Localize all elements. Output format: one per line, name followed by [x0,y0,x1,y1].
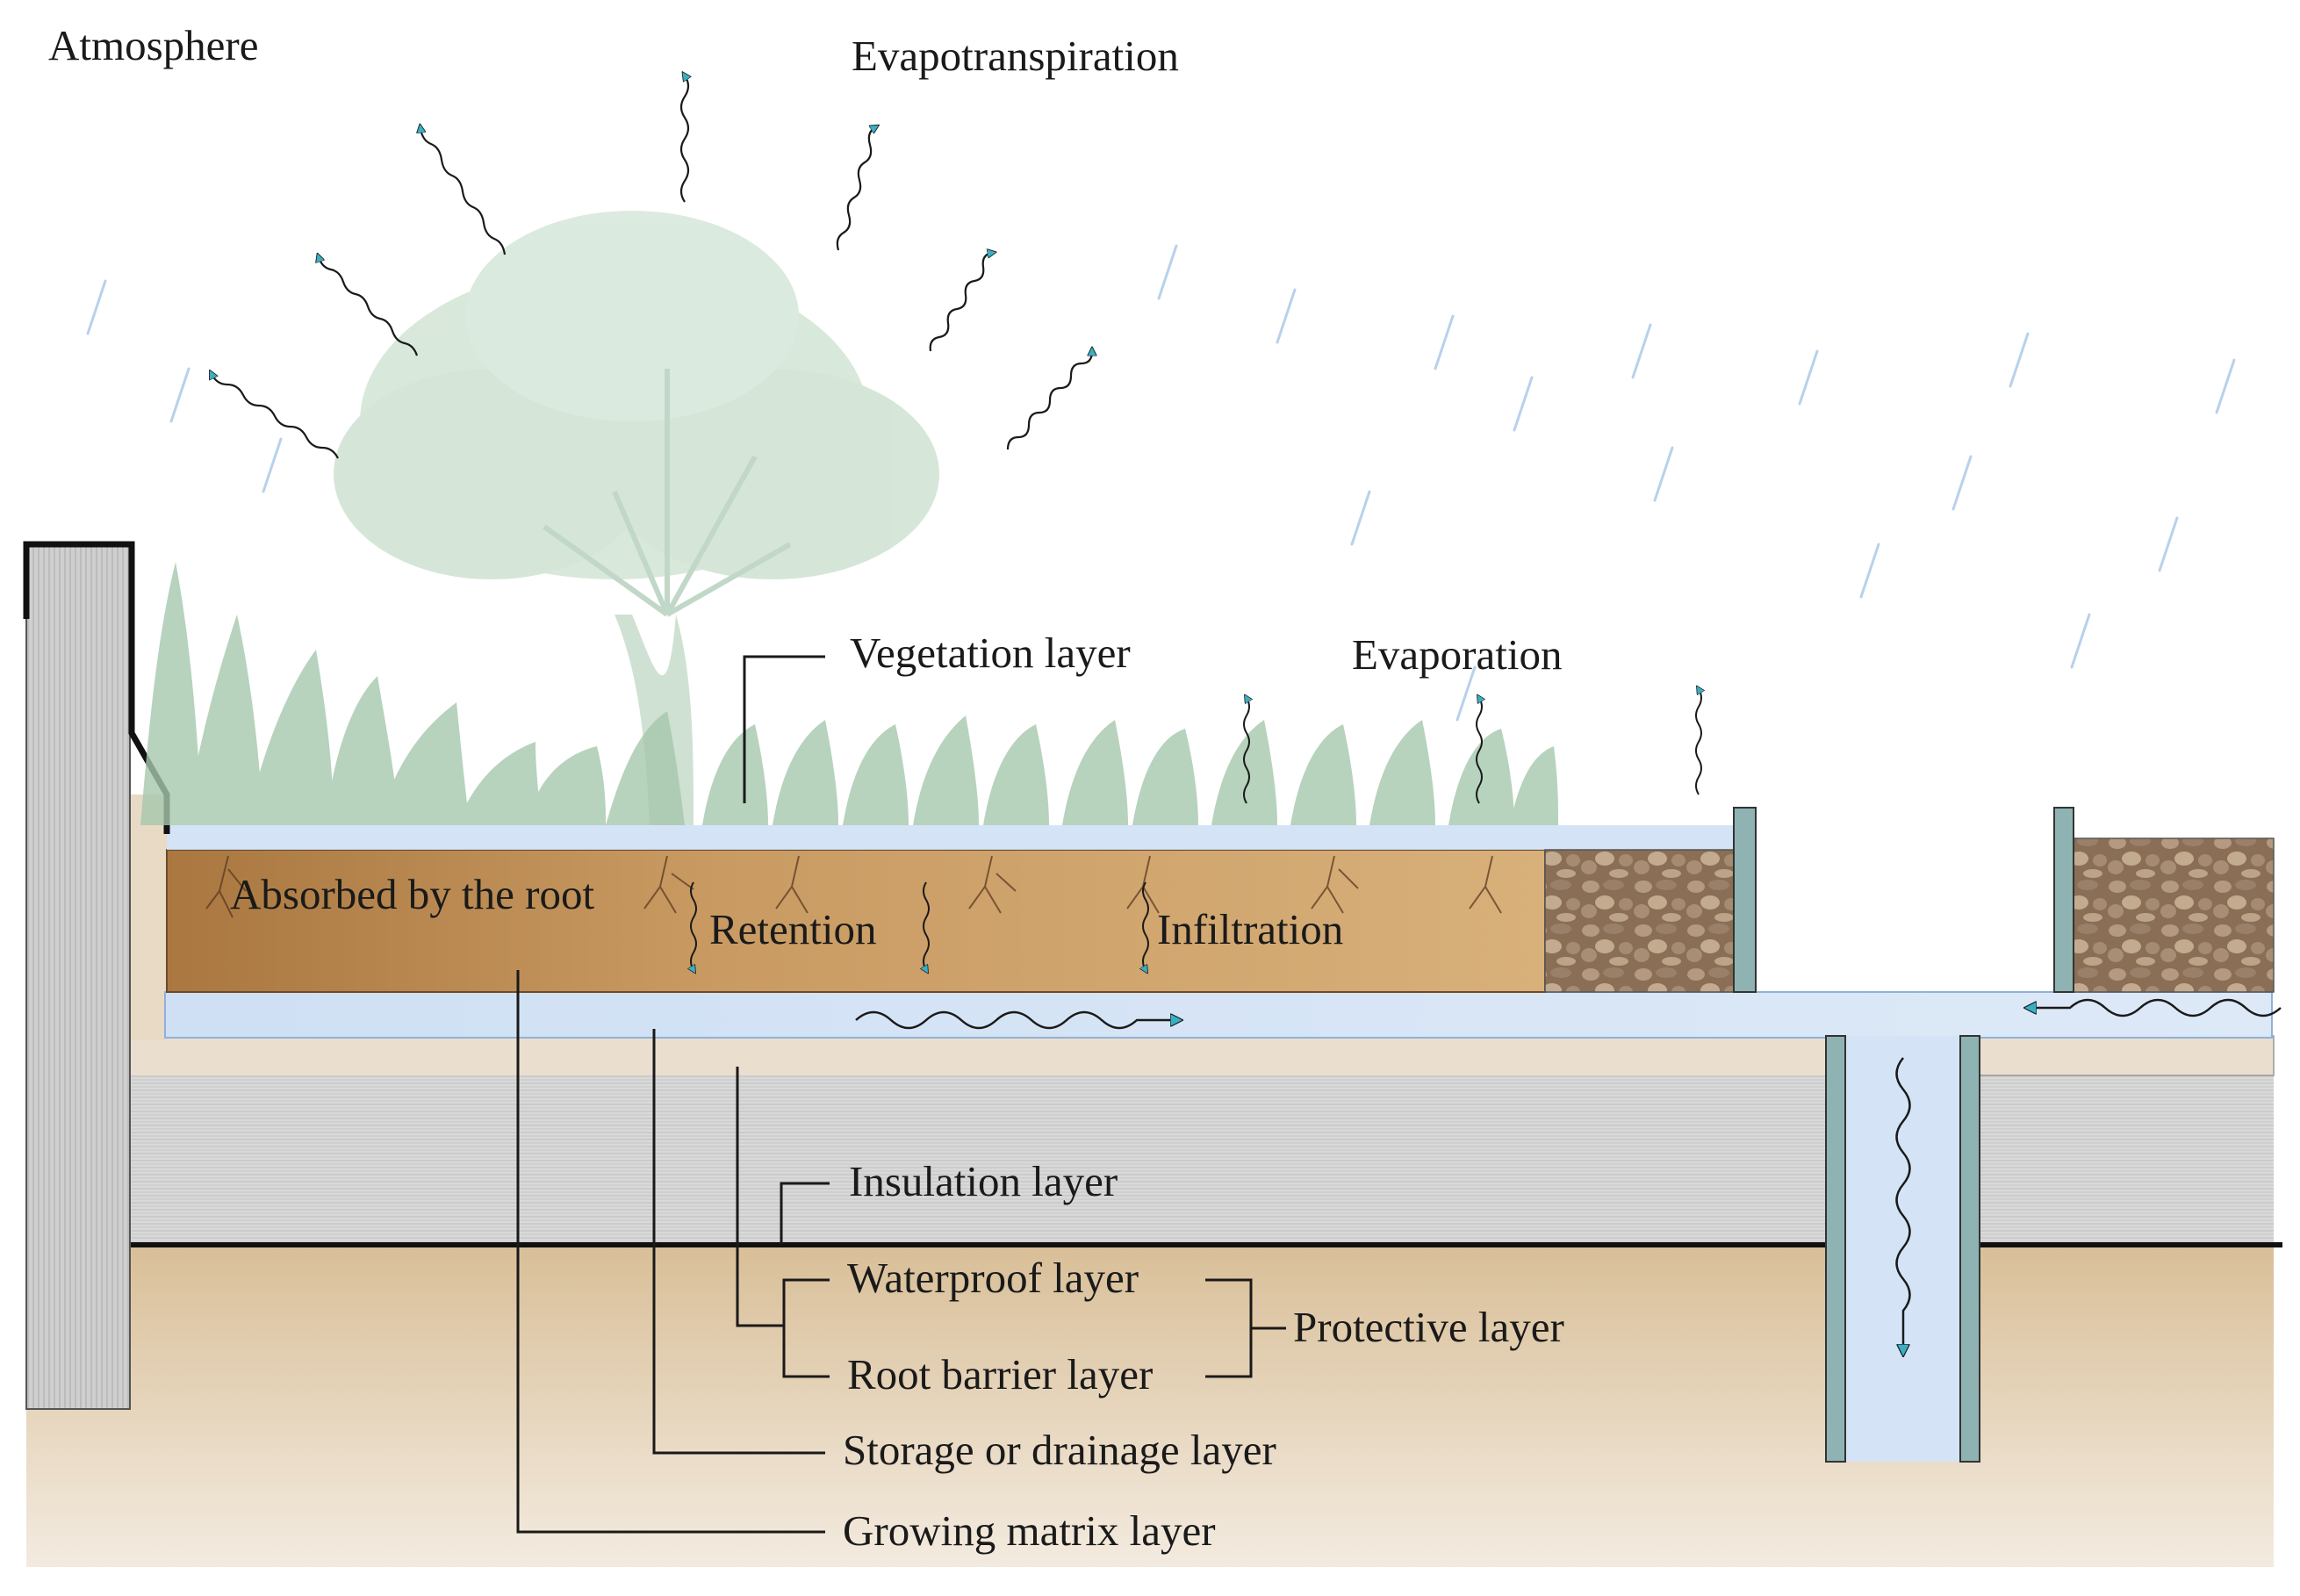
tree [334,211,939,825]
edge-post [1733,807,1757,993]
evaporation-arrows [1243,689,1701,804]
label-root-barrier-layer: Root barrier layer [847,1350,1153,1398]
label-waterproof-layer: Waterproof layer [847,1254,1139,1302]
drain-pipe-wall-right [1959,1035,1980,1463]
flow-arrow-right [855,1010,1181,1030]
flow-arrow-down [1895,1057,1911,1355]
leader-storage [652,1029,825,1455]
label-protective-layer: Protective layer [1293,1303,1564,1351]
drainage-water-layer [164,991,2273,1039]
gravel-block-right [2071,838,2275,993]
leader-vegetation [743,655,825,803]
insulation-block [130,1075,1831,1247]
label-insulation-layer: Insulation layer [849,1157,1118,1205]
drainage-flow-arrows [855,998,2282,1355]
evt-arrow-6 [212,374,339,459]
leader-lines [516,655,1286,1534]
insulation-block-right [1980,1075,2274,1247]
retention-arrow-2 [924,881,930,970]
label-infiltration: Infiltration [1157,905,1343,953]
evapotranspiration-arrows [212,75,1092,459]
evt-arrow-1 [679,75,688,203]
leader-root-barrier [782,1326,830,1378]
label-absorbed-by-root: Absorbed by the root [230,870,594,918]
roots [205,855,1502,918]
flow-arrow-left [2026,998,2282,1017]
leader-insulation [780,1182,830,1245]
surface-water-film [167,825,1738,850]
label-evaporation: Evaporation [1352,630,1562,679]
protective-band [130,1036,1831,1075]
growing-matrix-soil [166,849,1546,993]
retention-arrow-1 [691,881,697,970]
vegetation-layer-plants [140,562,1558,825]
label-atmosphere: Atmosphere [48,21,259,69]
edge-post-right [2053,807,2074,993]
leader-protective [1205,1278,1286,1378]
label-storage-drainage-layer: Storage or drainage layer [843,1426,1276,1474]
infiltration-arrows [691,881,1149,970]
label-growing-matrix-layer: Growing matrix layer [843,1506,1216,1555]
gravel-block [1544,849,1741,993]
text-labels: Atmosphere Evapotranspiration Vegetation… [48,21,1564,1555]
drain-pipe-wall-left [1825,1035,1846,1463]
leader-growing [516,970,825,1534]
parapet-wall [25,543,131,1410]
label-evapotranspiration: Evapotranspiration [852,32,1179,80]
evt-arrow-3 [836,127,875,251]
evap-arrow-2 [1476,698,1482,804]
evt-arrow-7 [1006,351,1092,450]
evt-arrow-5 [929,253,992,352]
evt-arrow-2 [420,128,507,255]
infiltration-arrow [1143,881,1149,970]
protective-band-right [1979,1035,2275,1076]
label-retention: Retention [709,905,877,953]
evap-arrow-1 [1243,698,1249,804]
rain-streaks [86,244,2236,722]
evt-arrow-4 [319,257,419,356]
label-vegetation-layer: Vegetation layer [850,629,1131,677]
wall-lining [130,794,167,1040]
evap-arrow-3 [1695,689,1701,795]
